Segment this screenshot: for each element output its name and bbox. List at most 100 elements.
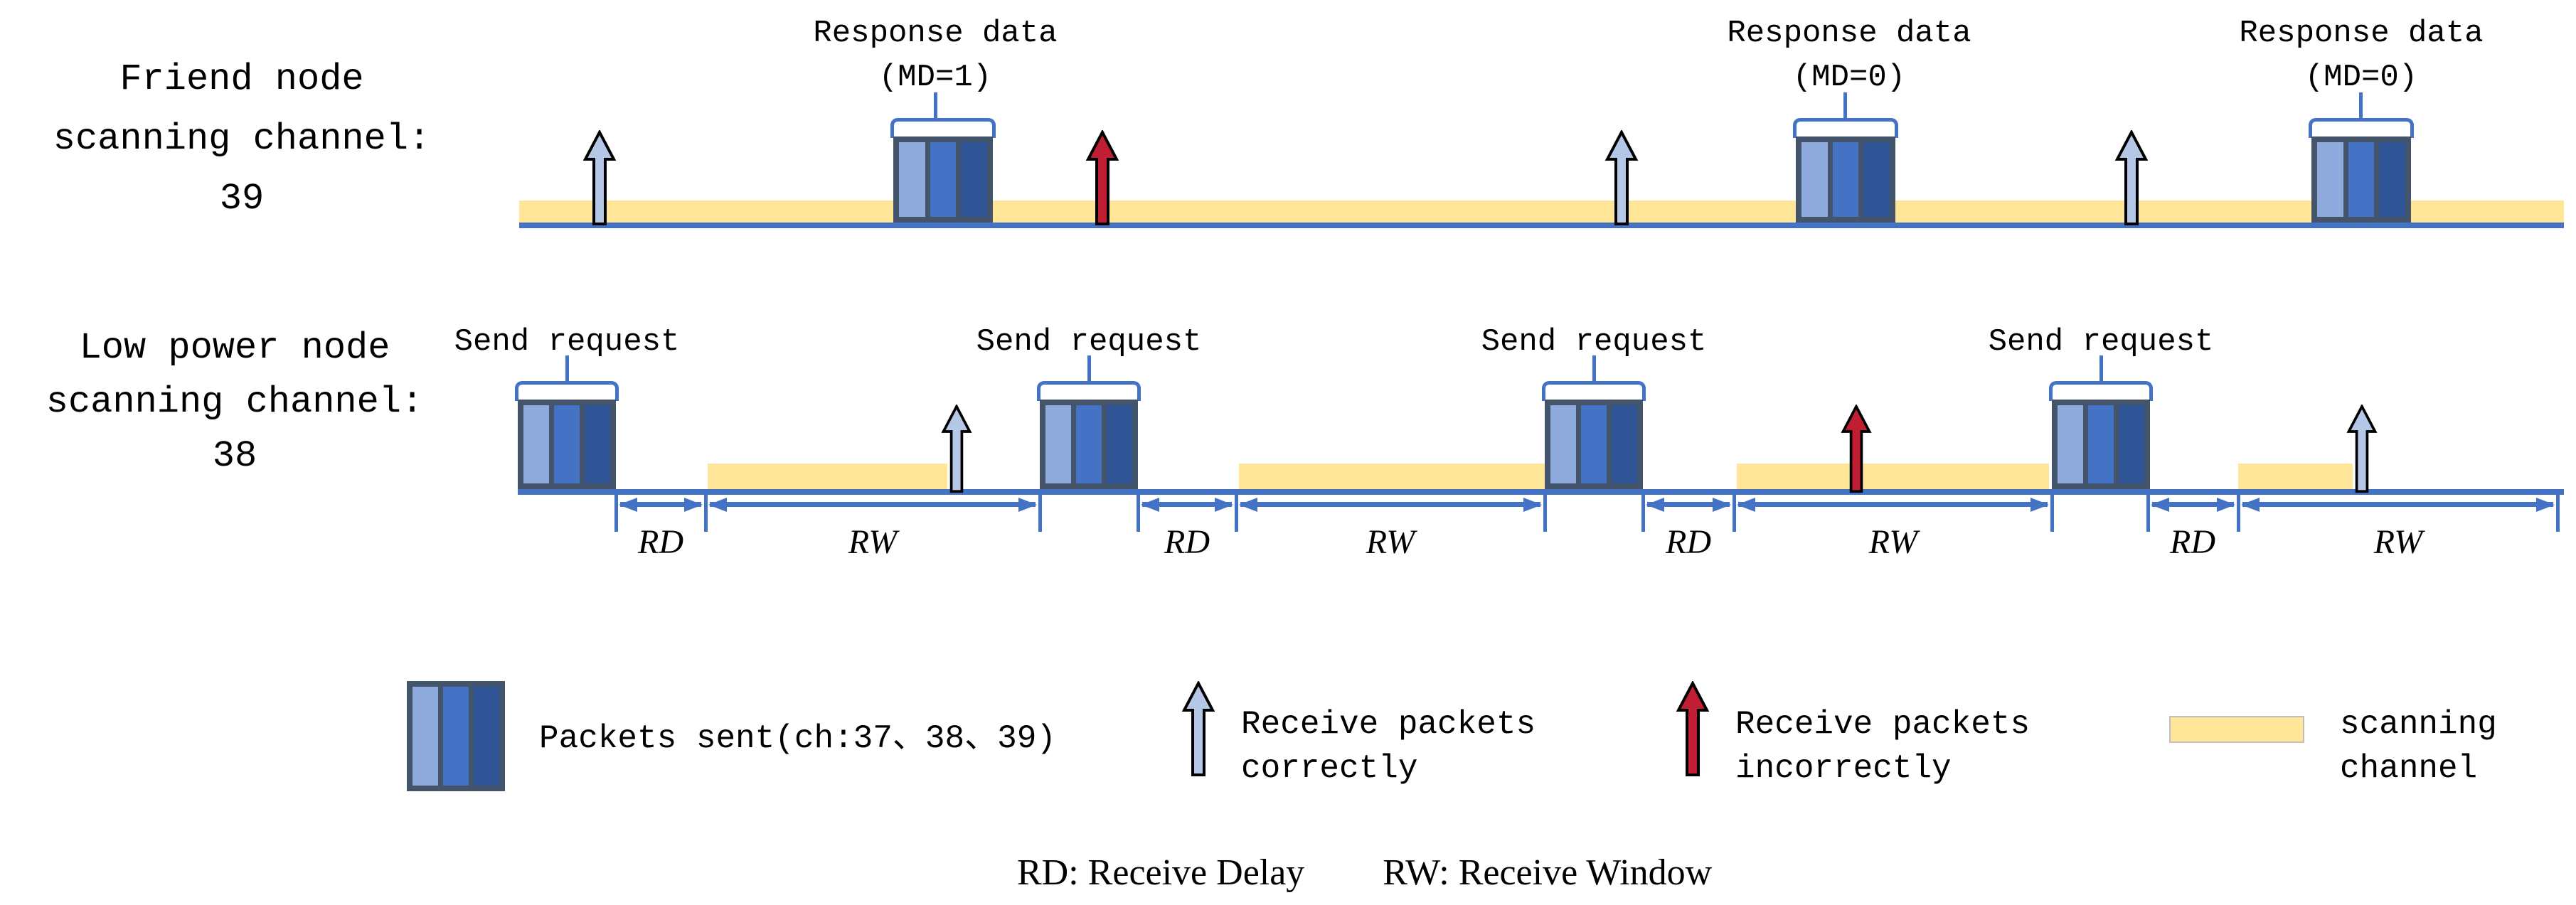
friend-node-label-line2: scanning channel:: [53, 118, 431, 160]
packet-stripe-ch37: [523, 405, 549, 483]
interval-tick: [614, 489, 618, 532]
send-request-label: Send request: [1923, 320, 2279, 364]
receive-correct-arrow: [1604, 129, 1639, 230]
legend-receive-correct-line2: correctly: [1241, 750, 1418, 787]
packet-stripe-ch39: [961, 142, 988, 217]
callout-stem: [1592, 355, 1596, 381]
interval-tick: [2146, 489, 2150, 532]
receive-correct-arrow: [940, 403, 973, 497]
packet-stripe-ch38: [1832, 142, 1859, 217]
rw-label: RW: [1366, 523, 1415, 561]
legend-receive-correct-arrow: [1181, 680, 1215, 781]
callout-bracket: [1037, 381, 1141, 401]
packet-stripe-ch37: [1801, 142, 1828, 217]
send-request-label: Send request: [389, 320, 745, 364]
friend-scanning-bar: [519, 200, 2564, 223]
rw-label: RW: [848, 523, 898, 561]
send-request-text: Send request: [1988, 324, 2214, 360]
callout-stem: [1843, 92, 1847, 119]
rd-label: RD: [1666, 523, 1711, 561]
response-data-label: Response data (MD=0): [1671, 11, 2027, 100]
packet-stripe-ch39: [585, 405, 610, 483]
legend-receive-incorrect-line2: incorrectly: [1735, 750, 1952, 787]
rd-label: RD: [638, 523, 683, 561]
rd-label: RD: [1164, 523, 1210, 561]
receive-correct-arrow: [2114, 129, 2149, 230]
send-request-packet-block: [2052, 400, 2150, 489]
receive-window-scan-bar: [1737, 464, 2049, 489]
legend-scanning-swatch: [2169, 716, 2304, 743]
callout-stem: [934, 92, 937, 119]
receive-correct-arrow: [2346, 403, 2378, 497]
packet-stripe-ch39: [1612, 405, 1637, 483]
callout-stem: [565, 355, 569, 381]
friend-node-label: Friend node scanning channel: 39: [21, 50, 462, 229]
rd-dimension-arrow: [1141, 498, 1233, 512]
rd-dimension-arrow: [619, 498, 703, 512]
response-packet-block: [1796, 136, 1895, 223]
response-data-label: Response data (MD=1): [757, 11, 1113, 100]
rw-dimension-arrow: [708, 498, 1037, 512]
response-data-title: Response data: [1727, 16, 1971, 51]
footnote: RD: Receive Delay RW: Receive Window: [1017, 852, 1712, 894]
response-data-md: (MD=1): [878, 60, 992, 95]
legend-receive-incorrect-label: Receive packets incorrectly: [1735, 702, 2030, 791]
footnote-rw: RW: Receive Window: [1383, 852, 1713, 893]
legend-scanning-line2: channel: [2340, 750, 2478, 787]
legend-receive-correct-label: Receive packets correctly: [1241, 702, 1536, 791]
send-request-packet-block: [1545, 400, 1643, 489]
send-request-label: Send request: [1416, 320, 1772, 364]
friend-timeline: [519, 223, 2564, 228]
send-request-text: Send request: [1481, 324, 1707, 360]
response-data-md: (MD=0): [1792, 60, 1906, 95]
rd-dimension-arrow: [1646, 498, 1731, 512]
packet-stripe-ch37: [2058, 405, 2083, 483]
packet-stripe-ch37: [2317, 142, 2343, 217]
packet-stripe-ch38: [443, 687, 469, 786]
packet-stripe-ch39: [1107, 405, 1132, 483]
packet-stripe-ch37: [413, 687, 438, 786]
interval-tick: [704, 489, 708, 532]
low-power-timeline: [518, 489, 2564, 495]
low-power-node-label: Low power node scanning channel: 38: [14, 321, 455, 483]
rw-label: RW: [1868, 523, 1918, 561]
rd-label: RD: [2170, 523, 2215, 561]
receive-incorrect-arrow: [1085, 129, 1119, 230]
callout-stem: [1087, 355, 1091, 381]
low-power-label-line1: Low power node: [79, 327, 390, 369]
callout-bracket: [2049, 381, 2153, 401]
send-request-text: Send request: [976, 324, 1202, 360]
packet-stripe-ch37: [1550, 405, 1576, 483]
receive-window-scan-bar: [1239, 464, 1545, 489]
receive-window-scan-bar: [708, 464, 947, 489]
packet-stripe-ch38: [1076, 405, 1102, 483]
footnote-rd: RD: Receive Delay: [1017, 852, 1305, 893]
friend-node-label-line1: Friend node: [119, 58, 364, 100]
callout-bracket: [2309, 118, 2414, 138]
receive-incorrect-arrow: [1840, 403, 1873, 497]
receive-correct-arrow: [582, 129, 617, 230]
low-power-label-line3: 38: [212, 435, 257, 477]
interval-tick: [2237, 489, 2240, 532]
response-data-title: Response data: [813, 16, 1058, 51]
interval-tick: [2050, 489, 2054, 532]
rw-label: RW: [2373, 523, 2423, 561]
callout-bracket: [1793, 118, 1898, 138]
rd-dimension-arrow: [2151, 498, 2235, 512]
interval-tick: [1137, 489, 1140, 532]
packet-stripe-ch37: [899, 142, 925, 217]
packet-stripe-ch38: [554, 405, 580, 483]
packet-stripe-ch39: [2119, 405, 2144, 483]
send-request-packet-block: [518, 400, 616, 489]
packet-stripe-ch39: [474, 687, 499, 786]
legend-receive-correct-line1: Receive packets: [1241, 706, 1536, 743]
legend-receive-incorrect-arrow: [1676, 680, 1710, 781]
send-request-label: Send request: [911, 320, 1267, 364]
packet-stripe-ch37: [1045, 405, 1071, 483]
rw-dimension-arrow: [2241, 498, 2555, 512]
friend-node-label-line3: 39: [219, 178, 265, 220]
callout-stem: [2099, 355, 2103, 381]
interval-tick: [1733, 489, 1736, 532]
legend-scanning-line1: scanning: [2340, 706, 2497, 743]
interval-tick: [2556, 489, 2560, 532]
